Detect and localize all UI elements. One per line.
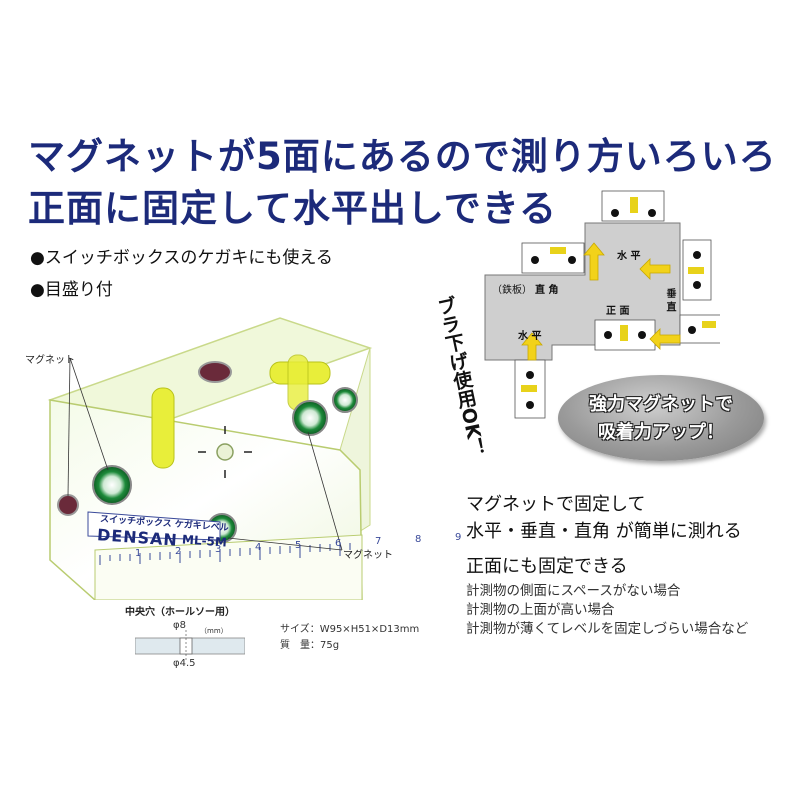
desc-line-1: マグネットで固定して bbox=[466, 494, 646, 515]
product-image bbox=[47, 317, 373, 600]
strong-magnet-badge bbox=[558, 375, 764, 461]
diagram-label-right-angle: 直 角 bbox=[535, 285, 559, 296]
desc-case-3: 計測物が薄くてレベルを固定しづらい場合など bbox=[466, 621, 749, 637]
diagram-label-horizontal-top: 水 平 bbox=[617, 251, 641, 262]
scale-number: 8 bbox=[415, 534, 422, 545]
spec-weight: 質 量：75g bbox=[280, 640, 340, 651]
diagram-label-vertical: 垂 直 bbox=[664, 288, 675, 312]
desc-line-2: 水平・垂直・直角 が簡単に測れる bbox=[466, 521, 742, 542]
center-hole-d1: φ8 bbox=[173, 620, 186, 631]
desc-case-1: 計測物の側面にスペースがない場合 bbox=[466, 583, 681, 599]
scale-number: 5 bbox=[295, 540, 302, 551]
center-hole-title: 中央穴（ホールソー用） bbox=[125, 607, 235, 618]
scale-number: 7 bbox=[375, 536, 382, 547]
badge-line-1: 強力マグネットで bbox=[589, 394, 733, 415]
desc-line-3: 正面にも固定できる bbox=[466, 556, 628, 577]
center-hole-diagram bbox=[135, 630, 245, 662]
center-hole-d2: φ4.5 bbox=[173, 658, 196, 669]
spec-size: サイズ：W95×H51×D13mm bbox=[280, 624, 420, 635]
bullet-switchbox: ●スイッチボックスのケガキにも使える bbox=[30, 248, 333, 268]
center-hole-unit: （mm） bbox=[200, 627, 228, 635]
bullet-scale: ●目盛り付 bbox=[30, 280, 113, 300]
diagram-plate-label: （鉄板） bbox=[492, 285, 532, 296]
diagram-label-horizontal-bottom: 水 平 bbox=[518, 331, 542, 342]
scale-number: 3 bbox=[215, 544, 222, 555]
desc-case-2: 計測物の上面が高い場合 bbox=[466, 602, 615, 618]
headline-line-2: 正面に固定して水平出しできる bbox=[28, 187, 558, 230]
callout-magnet-right: マグネット bbox=[343, 550, 393, 561]
scale-number: 4 bbox=[255, 542, 262, 553]
scale-number: 9 bbox=[455, 532, 462, 543]
headline-line-1: マグネットが5面にあるので測り方いろいろ bbox=[28, 135, 777, 178]
badge-line-2: 吸着力アップ！ bbox=[598, 422, 724, 443]
scale-number: 2 bbox=[175, 546, 182, 557]
scale-number: 6 bbox=[335, 538, 342, 549]
scale-number: 1 bbox=[135, 548, 142, 559]
mounting-diagram bbox=[484, 190, 720, 419]
callout-magnet-left: マグネット bbox=[25, 355, 75, 366]
diagram-label-front: 正 面 bbox=[606, 306, 630, 317]
